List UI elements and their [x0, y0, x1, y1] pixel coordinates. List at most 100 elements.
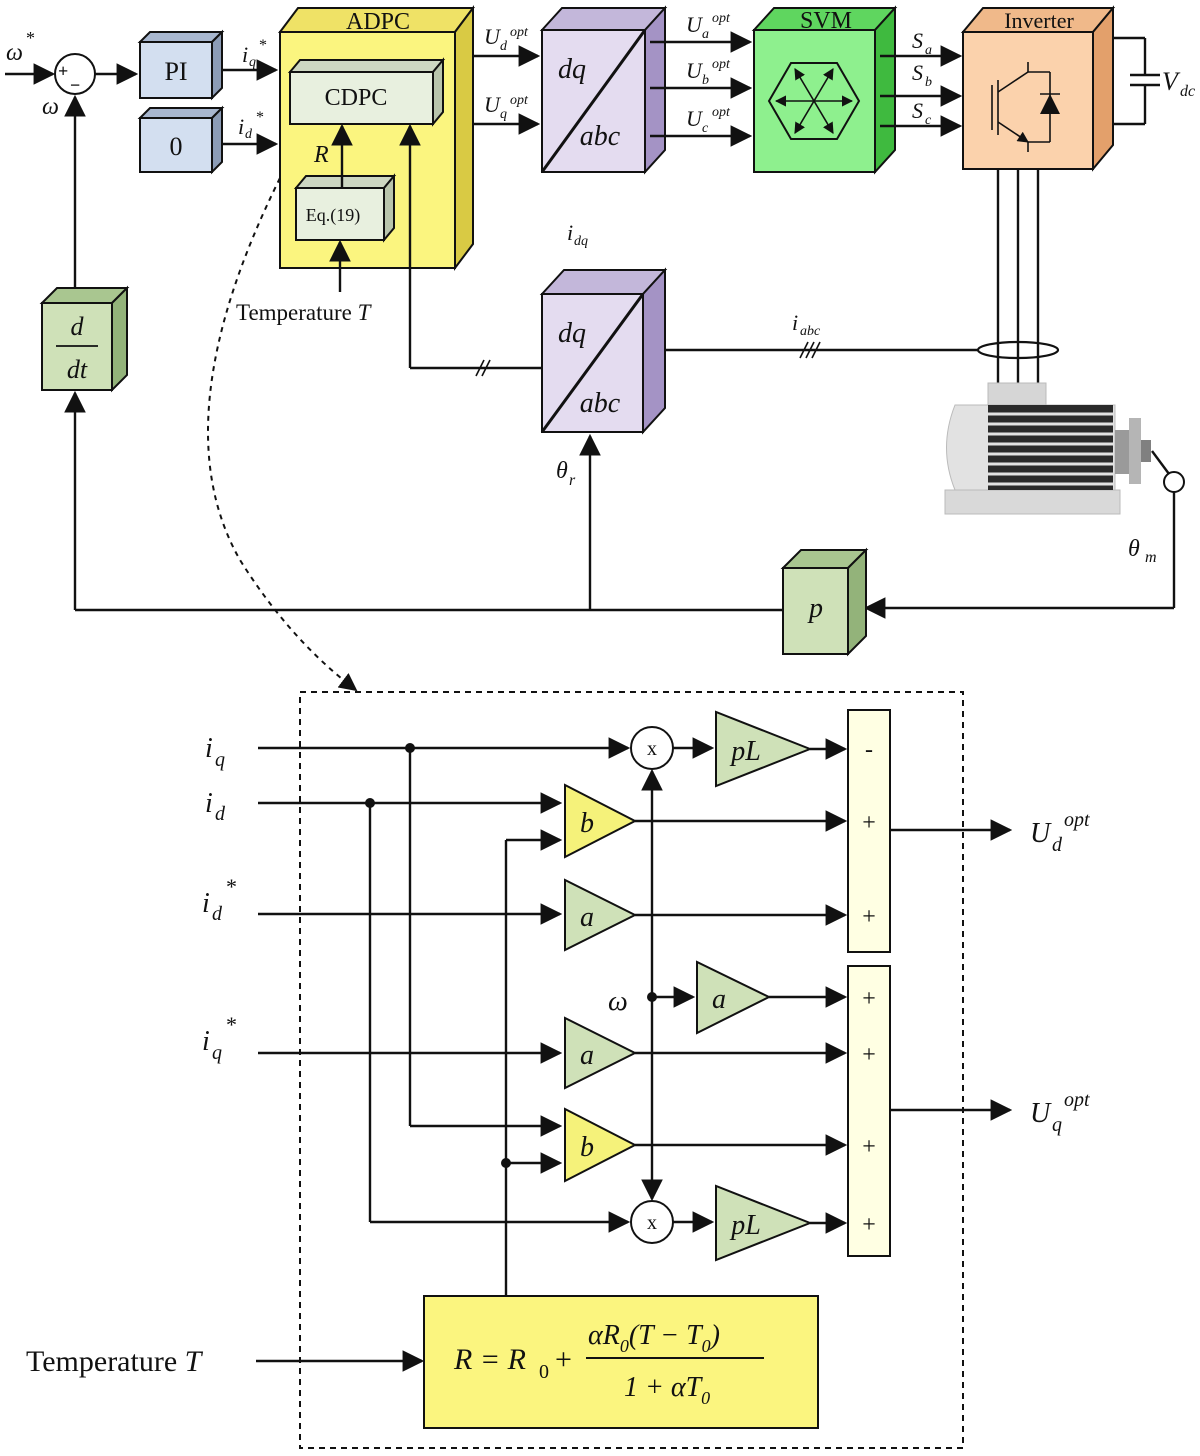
- ud-sub: d: [500, 39, 508, 54]
- input-id-star-mark: *: [226, 874, 237, 899]
- inverter-title: Inverter: [1004, 8, 1074, 33]
- adpc-detail-frame: [299, 691, 964, 1449]
- idq-sub: dq: [574, 234, 588, 249]
- ub-label: U: [686, 58, 704, 83]
- omega-ref-star: *: [26, 28, 35, 48]
- iq-star-label: i: [242, 42, 248, 67]
- summer-uq-sign-2: +: [862, 1042, 876, 1068]
- pole-pairs-block: p: [780, 547, 869, 657]
- adpc-block: ADPC CDPC Eq.(19) R: [278, 5, 475, 368]
- iabc-sub: abc: [800, 324, 821, 339]
- omega-ref-label: ω: [6, 40, 23, 66]
- theta-m-label: θ: [1128, 536, 1140, 562]
- gain-a-2-label: a: [580, 1040, 594, 1071]
- theta-r-sub: r: [569, 472, 576, 489]
- formula-r0-sub: 0: [539, 1361, 549, 1383]
- ua-label: U: [686, 12, 704, 37]
- hexagon-vector-icon: [767, 62, 861, 140]
- output-uq-label: U: [1030, 1098, 1052, 1129]
- gain-b-bottom-label: b: [580, 1132, 594, 1163]
- output-uq-sub: q: [1052, 1114, 1062, 1136]
- ddt-numerator: d: [71, 312, 85, 341]
- formula-lhs: R = R: [453, 1343, 526, 1376]
- output-ud-label: U: [1030, 818, 1052, 849]
- summer-uq: [847, 965, 891, 1257]
- gain-b-bottom: b: [564, 1107, 638, 1183]
- formula-den-a: 1 + αT: [624, 1372, 704, 1403]
- input-iq-star-label: i: [202, 1026, 210, 1057]
- temperature-top-label: Temperature T: [236, 300, 373, 325]
- encoder-icon: [1163, 471, 1185, 493]
- output-ud-opt: opt: [1064, 809, 1090, 831]
- uq-opt-sup: opt: [510, 93, 529, 108]
- dc-link-capacitor: V dc: [1113, 36, 1195, 126]
- formula-plus: +: [555, 1343, 572, 1376]
- gain-pl-bottom: pL: [715, 1184, 813, 1262]
- formula-num-sub-2: 0: [702, 1336, 711, 1356]
- ub-opt: opt: [712, 57, 731, 72]
- sb-sub: b: [925, 75, 932, 90]
- vdc-sub: dc: [1180, 83, 1195, 100]
- gain-b-top-label: b: [580, 808, 594, 839]
- output-uq-opt: opt: [1064, 1089, 1090, 1111]
- iabc-label: i: [792, 310, 798, 335]
- sb-label: S: [912, 60, 923, 85]
- temperature-bottom-symbol: T: [185, 1345, 204, 1378]
- formula-num-c: ): [709, 1320, 720, 1351]
- p-label: p: [807, 593, 823, 624]
- sum-plus-sign: +: [58, 61, 68, 81]
- temperature-top-text: Temperature: [236, 300, 352, 325]
- inverter-block: Inverter: [960, 5, 1116, 172]
- theta-r-label: θ: [556, 458, 568, 484]
- id-star-sub: d: [245, 127, 253, 142]
- cdpc-label: CDPC: [325, 85, 388, 111]
- pi-label: PI: [164, 57, 187, 86]
- ud-opt-label: U: [484, 24, 502, 49]
- formula-num-sub-1: 0: [620, 1336, 629, 1356]
- sa-label: S: [912, 28, 923, 53]
- summer-ud-sign-2: +: [862, 810, 876, 836]
- summer-uq-sign-4: +: [862, 1212, 876, 1238]
- input-iq-sub: q: [215, 749, 225, 771]
- adpc-title: ADPC: [346, 9, 410, 35]
- multiplier-bottom-symbol: x: [647, 1212, 657, 1234]
- theta-m-sub: m: [1145, 549, 1157, 566]
- zoom-link-arrow: [207, 177, 358, 692]
- detail-omega-label: ω: [608, 986, 628, 1017]
- dq-to-abc-transform: dq abc: [539, 5, 668, 175]
- pi-block: PI: [137, 29, 225, 101]
- summer-ud-sign-1: -: [865, 737, 873, 763]
- uc-sub: c: [702, 121, 709, 136]
- temperature-bottom-label: Temperature T: [26, 1345, 204, 1378]
- zero-label: 0: [170, 132, 183, 161]
- uq-opt-label: U: [484, 92, 502, 117]
- ua-sub: a: [702, 27, 709, 42]
- sa-sub: a: [925, 43, 932, 58]
- uc-label: U: [686, 106, 704, 131]
- multiplier-top-symbol: x: [647, 738, 657, 760]
- formula-denominator: 1 + αT0: [624, 1372, 710, 1408]
- gain-a-2: a: [564, 1016, 638, 1090]
- speed-summing-junction: ω * + −: [5, 28, 139, 95]
- ud-opt-sup: opt: [510, 25, 529, 40]
- svm-title: SVM: [800, 8, 852, 34]
- gain-pl-top: pL: [715, 710, 813, 788]
- abc-label-low: abc: [580, 388, 621, 419]
- formula-numerator: αR0(T − T0): [588, 1320, 720, 1356]
- eq19-label: Eq.(19): [306, 205, 360, 226]
- summer-ud-sign-3: +: [862, 904, 876, 930]
- derivative-block: d dt: [39, 285, 130, 393]
- input-id-sub: d: [215, 803, 226, 825]
- idq-label: i: [567, 220, 573, 245]
- input-id-label: i: [205, 788, 213, 819]
- temperature-bottom-text: Temperature: [26, 1345, 177, 1378]
- abc-label-top: abc: [580, 121, 621, 152]
- gain-b-top: b: [564, 783, 638, 859]
- abc-to-dq-transform: dq abc: [539, 267, 668, 435]
- input-id-star-sub: d: [212, 903, 223, 925]
- ddt-denominator: dt: [67, 355, 88, 384]
- iq-star-mark: *: [259, 37, 267, 54]
- gain-pl-top-label: pL: [729, 736, 761, 767]
